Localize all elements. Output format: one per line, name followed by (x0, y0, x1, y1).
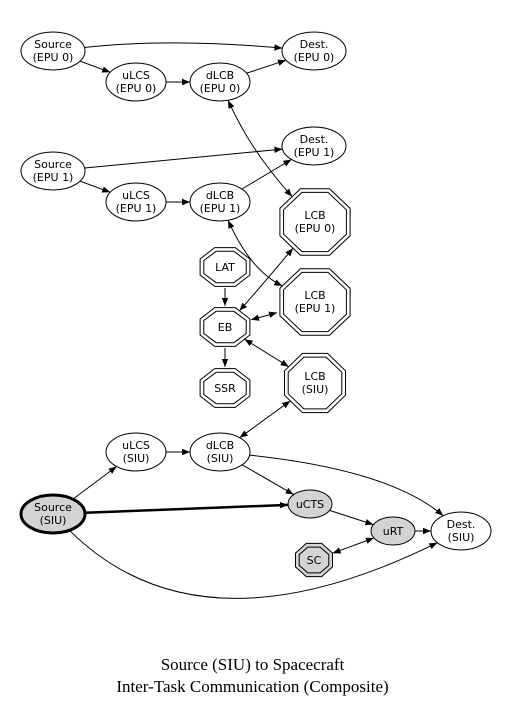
node-lcbs-sublabel: (SIU) (302, 383, 329, 396)
node-sc-label: SC (307, 554, 322, 567)
node-dlcb1-sublabel: (EPU 1) (200, 202, 241, 215)
edge-src0-ulcs0 (79, 60, 111, 73)
nodes: Source(EPU 0)uLCS(EPU 0)dLCB(EPU 0)Dest.… (19, 31, 492, 578)
edge-srcs-ucts (84, 502, 289, 515)
node-src0-label: Source (34, 38, 72, 51)
node-ucts: uCTS (287, 489, 333, 519)
node-lcb1-sublabel: (EPU 1) (295, 302, 336, 315)
node-ulcs1: uLCS(EPU 1) (105, 182, 167, 222)
edge-dlcb0-lcb0 (227, 100, 293, 197)
edge-src1-dst1 (84, 146, 283, 169)
communication-diagram: Source(EPU 0)uLCS(EPU 0)dLCB(EPU 0)Dest.… (19, 31, 492, 599)
node-src1-sublabel: (EPU 1) (33, 171, 74, 184)
node-src1-label: Source (34, 158, 72, 171)
node-ulcs1-label: uLCS (122, 189, 150, 202)
node-ulcs0: uLCS(EPU 0) (105, 62, 167, 102)
node-lcb0-label: LCB (304, 209, 325, 222)
edge-sc-urt (332, 537, 375, 554)
node-ulcss: uLCS(SIU) (105, 432, 167, 472)
node-dlcb1: dLCB(EPU 1) (189, 182, 251, 222)
node-dst1-sublabel: (EPU 1) (294, 146, 335, 159)
node-dsts: Dest.(SIU) (430, 511, 492, 551)
caption-title: Source (SIU) to Spacecraft (160, 655, 345, 674)
node-ssr: SSR (199, 368, 251, 408)
node-urt-label: uRT (383, 525, 404, 538)
edge-ucts-urt (329, 509, 374, 526)
node-urt: uRT (370, 516, 416, 546)
node-ulcs1-sublabel: (EPU 1) (116, 202, 157, 215)
edge-src1-ulcs1 (79, 180, 111, 193)
edges (69, 42, 444, 599)
node-ulcss-label: uLCS (122, 439, 150, 452)
edge-dlcb0-dst0 (246, 59, 287, 74)
node-lcb1-label: LCB (304, 289, 325, 302)
edge-src0-dst0 (84, 42, 283, 51)
node-dsts-label: Dest. (447, 518, 476, 531)
node-dlcb0: dLCB(EPU 0) (189, 62, 251, 102)
node-dst1-label: Dest. (300, 133, 329, 146)
node-sc: SC (295, 542, 333, 578)
node-dlcb0-sublabel: (EPU 0) (200, 82, 241, 95)
node-lat-label: LAT (215, 261, 235, 274)
node-dst0-sublabel: (EPU 0) (294, 51, 335, 64)
node-srcs: Source(SIU) (19, 493, 87, 535)
node-src0: Source(EPU 0) (20, 31, 86, 71)
edge-dlcbs-lcbs (239, 400, 291, 439)
node-lcb0-sublabel: (EPU 0) (295, 222, 336, 235)
edge-dlcb1-dst1 (241, 159, 292, 190)
edge-dlcbs-dsts (249, 454, 444, 517)
node-dlcb0-label: dLCB (206, 69, 234, 82)
node-lcb1: LCB(EPU 1) (279, 268, 351, 336)
edge-srcs-dsts (69, 529, 438, 599)
node-dlcbs-label: dLCB (206, 439, 234, 452)
node-dst1: Dest.(EPU 1) (281, 126, 347, 166)
node-eb: EB (199, 307, 251, 347)
edge-eb-lcbs (244, 338, 289, 368)
edge-dlcbs-ucts (241, 464, 294, 496)
node-eb-label: EB (218, 321, 233, 334)
node-dsts-sublabel: (SIU) (448, 531, 475, 544)
node-ulcs0-sublabel: (EPU 0) (116, 82, 157, 95)
node-srcs-sublabel: (SIU) (40, 514, 67, 527)
node-ulcs0-label: uLCS (122, 69, 150, 82)
node-ucts-label: uCTS (296, 498, 324, 511)
node-ulcss-sublabel: (SIU) (123, 452, 150, 465)
node-dlcbs-sublabel: (SIU) (207, 452, 234, 465)
node-lcbs-label: LCB (304, 370, 325, 383)
node-lcbs: LCB(SIU) (284, 352, 346, 414)
node-dst0: Dest.(EPU 0) (281, 31, 347, 71)
caption-subtitle: Inter-Task Communication (Composite) (116, 677, 389, 696)
node-dst0-label: Dest. (300, 38, 329, 51)
node-lcb0: LCB(EPU 0) (279, 188, 351, 256)
edge-eb-lcb1 (250, 311, 278, 321)
node-lat: LAT (199, 247, 251, 287)
node-srcs-label: Source (34, 501, 72, 514)
node-ssr-label: SSR (214, 382, 236, 395)
edge-srcs-ulcss (72, 466, 117, 500)
node-src0-sublabel: (EPU 0) (33, 51, 74, 64)
node-src1: Source(EPU 1) (20, 151, 86, 191)
node-dlcb1-label: dLCB (206, 189, 234, 202)
node-dlcbs: dLCB(SIU) (189, 432, 251, 472)
edge-eb-lcb0 (239, 247, 294, 312)
